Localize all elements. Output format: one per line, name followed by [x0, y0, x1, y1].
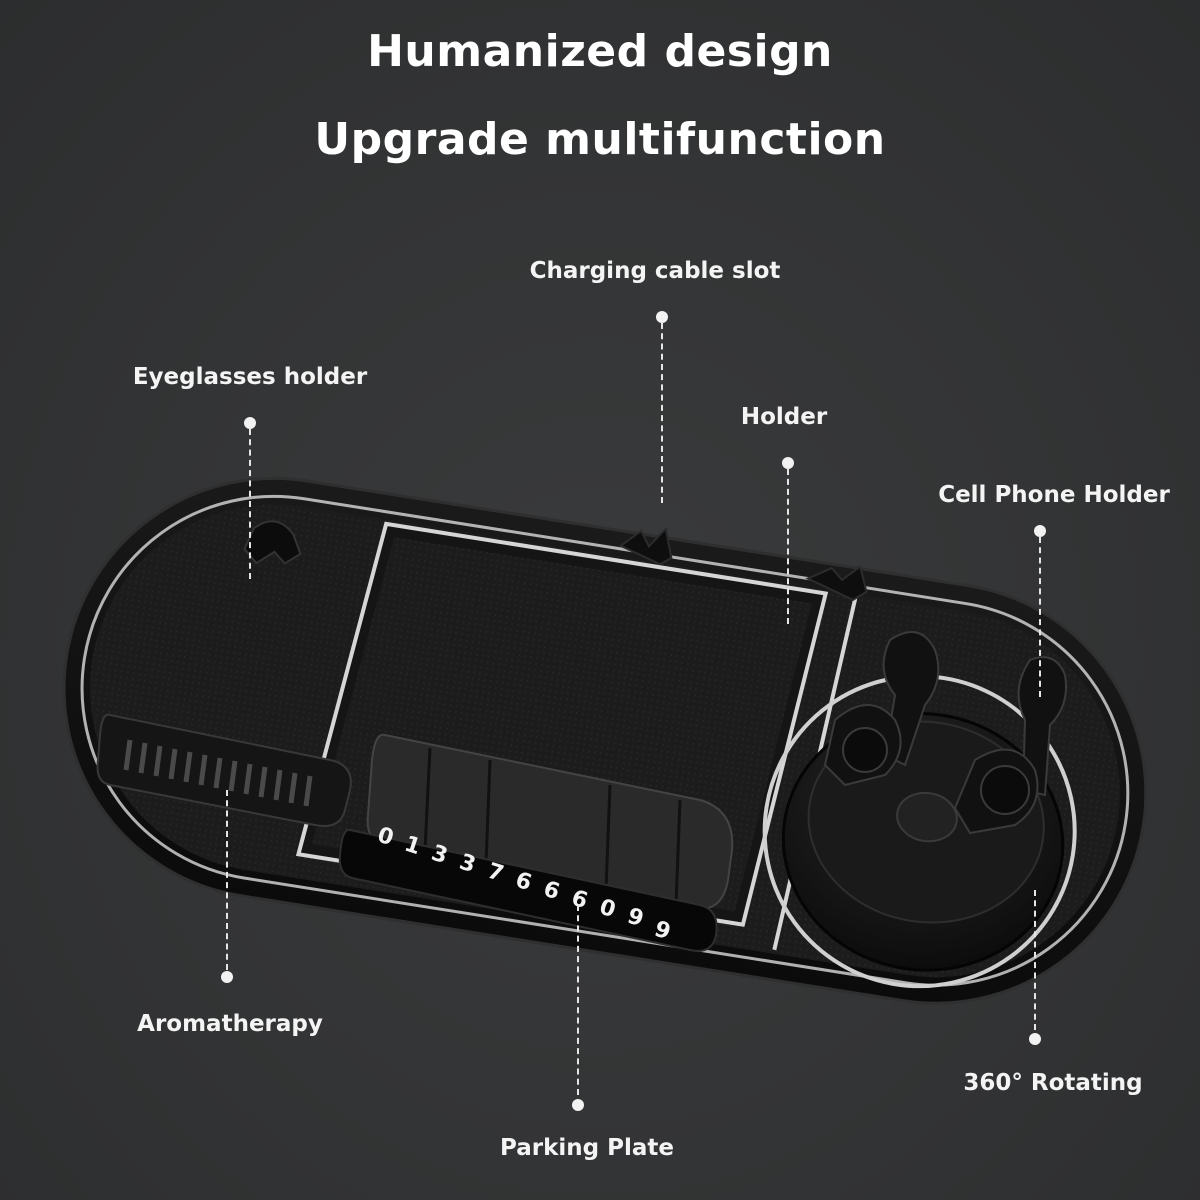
callout-cell-phone-holder: Cell Phone Holder	[938, 482, 1170, 508]
svg-text:9: 9	[651, 917, 673, 946]
callout-parking-plate: Parking Plate	[500, 1135, 674, 1161]
callout-holder: Holder	[740, 404, 828, 430]
svg-text:7: 7	[484, 859, 506, 888]
svg-text:3: 3	[456, 850, 478, 879]
svg-text:9: 9	[624, 904, 646, 933]
phone-holder-arms	[823, 631, 1067, 835]
headline-humanized-design: Humanized design	[367, 26, 833, 77]
svg-text:3: 3	[428, 841, 450, 870]
parking-plate: 0 1 3 3 7 6 6 6 0 9 9	[338, 733, 734, 952]
callout-charging-cable-slot: Charging cable slot	[529, 258, 781, 284]
callout-leader-line	[226, 790, 228, 970]
callout-dot	[244, 417, 256, 429]
headline-upgrade-multifunction: Upgrade multifunction	[314, 114, 886, 165]
callout-leader-line	[249, 429, 251, 579]
callout-leader-line	[661, 323, 663, 503]
callout-dot	[221, 971, 233, 983]
svg-text:0: 0	[374, 823, 396, 852]
cable-slot-clips	[618, 526, 868, 601]
callout-dot	[572, 1099, 584, 1111]
svg-text:1: 1	[401, 832, 423, 861]
callout-eyeglasses-holder: Eyeglasses holder	[132, 364, 368, 390]
callout-leader-line	[787, 469, 789, 624]
eyeglasses-clip	[243, 520, 302, 565]
parking-number-digits: 0 1 3 3 7 6 6 6 0 9 9	[374, 823, 673, 946]
callout-leader-line	[1034, 890, 1036, 1030]
svg-text:6: 6	[512, 868, 534, 897]
callout-leader-line	[577, 905, 579, 1095]
callout-leader-line	[1039, 537, 1041, 697]
aromatherapy-vent	[96, 713, 352, 827]
callout-dot	[1034, 525, 1046, 537]
callout-dot	[1029, 1033, 1041, 1045]
svg-text:0: 0	[596, 895, 618, 924]
callout-360-rotating: 360° Rotating	[963, 1070, 1143, 1096]
svg-text:6: 6	[540, 877, 562, 906]
callout-aromatherapy: Aromatherapy	[137, 1011, 323, 1037]
callout-dot	[656, 311, 668, 323]
svg-text:6: 6	[568, 886, 590, 915]
callout-dot	[782, 457, 794, 469]
